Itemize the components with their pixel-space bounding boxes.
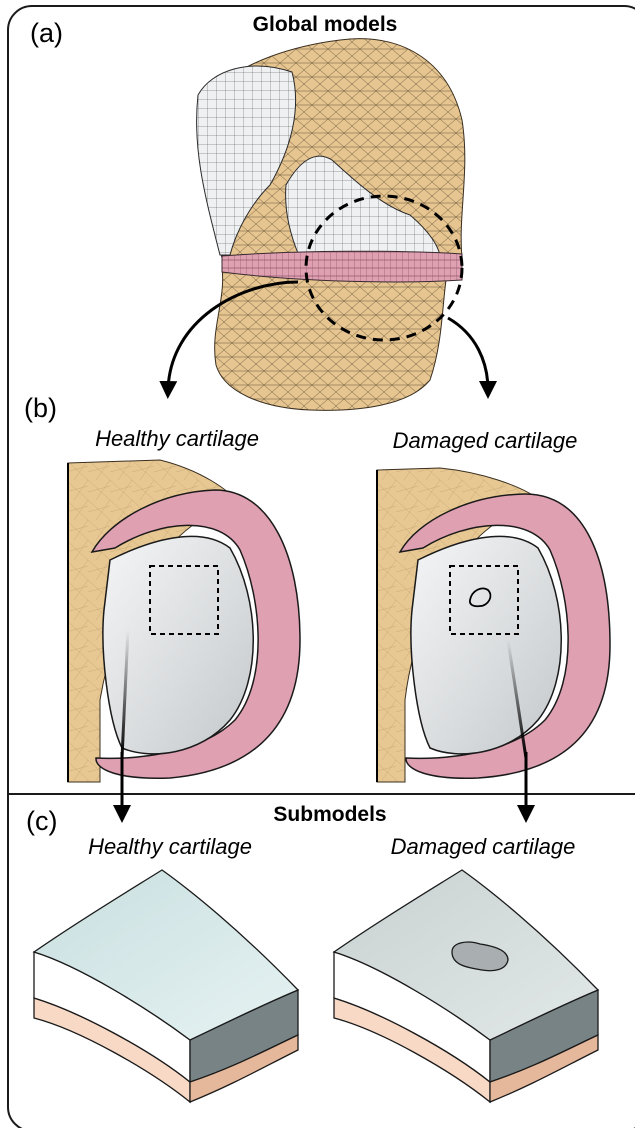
cartilage-damaged <box>411 536 561 753</box>
submodel-damaged <box>334 870 598 1102</box>
tibial-plateau-damaged <box>377 468 610 782</box>
panel-label-c: (c) <box>26 806 57 837</box>
panel-label-b: (b) <box>24 393 57 424</box>
global-models-title: Global models <box>253 13 398 37</box>
global-healthy-caption: Healthy cartilage <box>95 426 259 452</box>
cartilage-healthy <box>103 536 253 753</box>
tibial-plateau-healthy <box>68 460 300 782</box>
global-damaged-caption: Damaged cartilage <box>393 428 578 454</box>
submodels-title: Submodels <box>273 803 386 827</box>
arrow-to-damaged-global <box>448 318 488 390</box>
submodel-healthy-caption: Healthy cartilage <box>88 834 252 860</box>
panel-label-a: (a) <box>30 18 63 49</box>
submodel-damaged-caption: Damaged cartilage <box>391 834 576 860</box>
knee-global-model <box>197 39 465 411</box>
submodel-healthy <box>34 870 298 1102</box>
